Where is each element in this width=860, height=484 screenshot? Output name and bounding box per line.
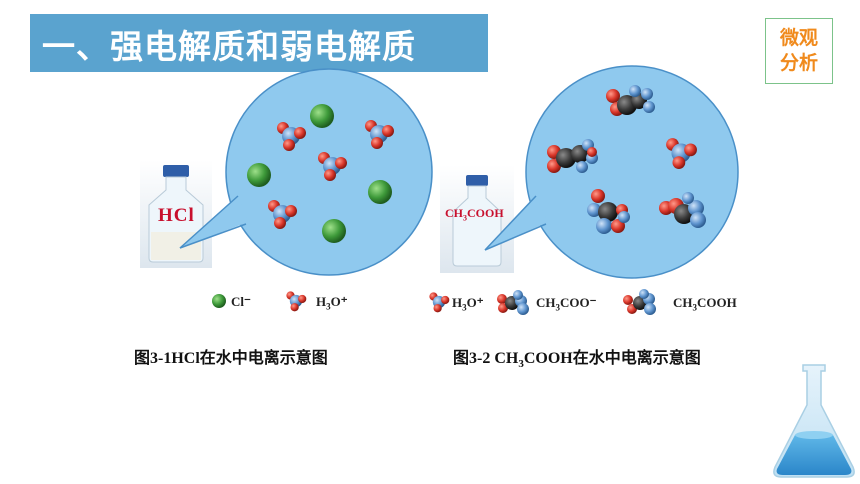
acetic-acid-molecule xyxy=(587,189,630,234)
page-title: 一、强电解质和弱电解质 xyxy=(42,27,416,66)
legend-acetic-acid-label: CH3COOH xyxy=(673,295,737,313)
legend-chloride-icon xyxy=(212,294,226,308)
bottle-cap xyxy=(163,165,189,177)
legend-hydronium-icon xyxy=(286,291,307,312)
caption-acetic-acid: 图3-2 CH3COOH在水中电离示意图 xyxy=(453,350,701,371)
micro-analysis-badge: 微观 分析 xyxy=(765,18,833,84)
hcl-bottle-label: HCl xyxy=(158,205,195,226)
chloride-ion xyxy=(247,163,271,187)
hcl-bottle-photo xyxy=(140,160,212,268)
acetic-bottle-label: CH3COOH xyxy=(445,206,504,223)
legend-hydronium-label-right: H3O⁺ xyxy=(452,295,484,313)
caption-hcl: 图3-1HCl在水中电离示意图 xyxy=(134,350,328,367)
badge-line-2: 分析 xyxy=(779,52,818,74)
hcl-bubble xyxy=(179,68,433,276)
chloride-ion xyxy=(322,219,346,243)
legend-acetate-label: CH3COO⁻ xyxy=(536,295,597,313)
legend-hydronium-label-left: H3O⁺ xyxy=(316,294,348,312)
bottle-cap xyxy=(466,175,488,186)
acetic-bubble xyxy=(484,65,739,279)
acetic-bottle-photo xyxy=(440,165,514,273)
flask-decoration xyxy=(773,364,855,478)
title-bar: 一、强电解质和弱电解质 xyxy=(30,14,488,72)
acetate-ion xyxy=(659,192,706,228)
legend-acetate-icon xyxy=(497,290,529,315)
legend-acetic-acid-icon xyxy=(623,289,656,315)
chloride-ions xyxy=(247,104,392,243)
acetate-ion xyxy=(547,139,598,173)
chloride-ion xyxy=(310,104,334,128)
legend-chloride-label: Cl⁻ xyxy=(231,294,251,309)
chloride-ion xyxy=(368,180,392,204)
acetic-acid-molecule xyxy=(606,85,655,116)
legend-hydronium-icon xyxy=(429,292,450,313)
badge-line-1: 微观 xyxy=(779,27,818,49)
